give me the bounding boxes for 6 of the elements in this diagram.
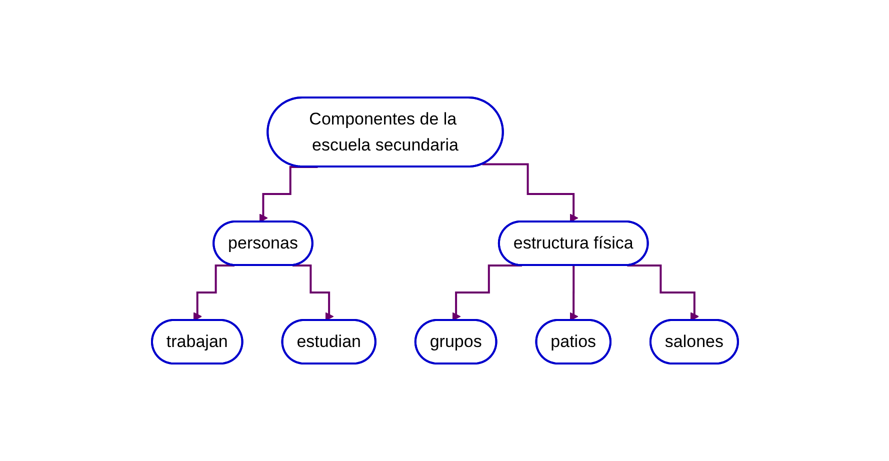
arrow bbox=[192, 264, 234, 321]
arrow bbox=[451, 264, 522, 321]
arrow bbox=[292, 264, 334, 321]
arrow bbox=[568, 264, 578, 321]
arrow bbox=[482, 163, 578, 222]
arrow bbox=[626, 264, 699, 321]
